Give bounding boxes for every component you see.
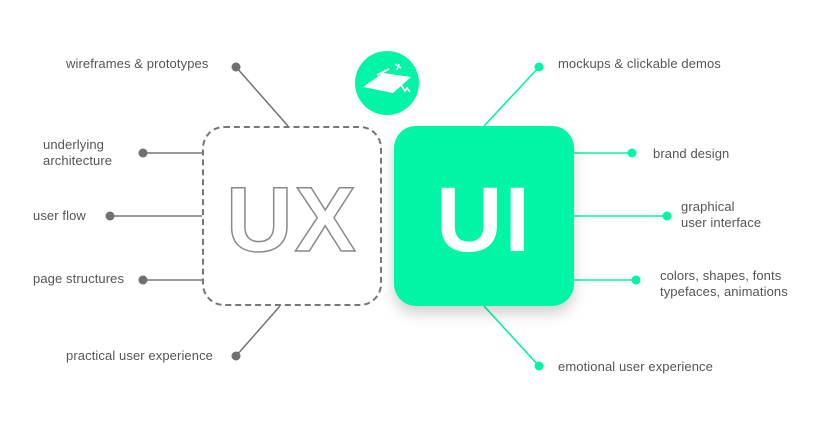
ux-dot-wireframes bbox=[231, 62, 241, 72]
pointer-mark bbox=[400, 84, 411, 93]
ui-label-colors: colors, shapes, fonts typefaces, animati… bbox=[660, 268, 788, 299]
ui-label-mockups: mockups & clickable demos bbox=[558, 56, 721, 71]
ui-dot-brand bbox=[627, 148, 637, 158]
ui-connector-emotional bbox=[483, 305, 540, 367]
ui-box: UI bbox=[394, 126, 574, 306]
ui-dot-emotional bbox=[534, 361, 544, 371]
ui-label-emotional: emotional user experience bbox=[558, 359, 713, 374]
ux-label-page-structures: page structures bbox=[33, 271, 125, 286]
ui-title: UI bbox=[436, 168, 532, 271]
ux-dot-architecture bbox=[138, 148, 148, 158]
ui-connectors bbox=[483, 62, 672, 371]
ui-label-brand: brand design bbox=[653, 146, 730, 161]
ux-label-architecture: underlying architecture bbox=[43, 137, 113, 168]
ux-label-practical: practical user experience bbox=[66, 348, 214, 363]
ux-connectors bbox=[105, 62, 289, 361]
ui-dot-graphical bbox=[662, 211, 672, 221]
ux-label-wireframes: wireframes & prototypes bbox=[66, 56, 209, 71]
arrow-mark bbox=[394, 63, 402, 71]
ux-title: UX bbox=[225, 168, 358, 272]
ux-label-user-flow: user flow bbox=[33, 208, 86, 223]
ui-label-graphical: graphical user interface bbox=[681, 199, 762, 230]
board-shape bbox=[363, 73, 411, 93]
ui-connector-mockups bbox=[483, 66, 540, 127]
ux-dot-practical bbox=[231, 351, 241, 361]
design-tools-badge bbox=[355, 51, 419, 115]
ui-dot-colors bbox=[631, 275, 641, 285]
ux-connector-practical bbox=[235, 305, 281, 357]
ux-connector-wireframes bbox=[235, 66, 289, 127]
pen-line bbox=[376, 68, 390, 76]
ux-dot-page-structures bbox=[138, 275, 148, 285]
ux-dot-user-flow bbox=[105, 211, 115, 221]
design-tools-icon bbox=[355, 51, 419, 115]
ui-dot-mockups bbox=[534, 62, 544, 72]
ux-box: UX bbox=[202, 126, 382, 306]
